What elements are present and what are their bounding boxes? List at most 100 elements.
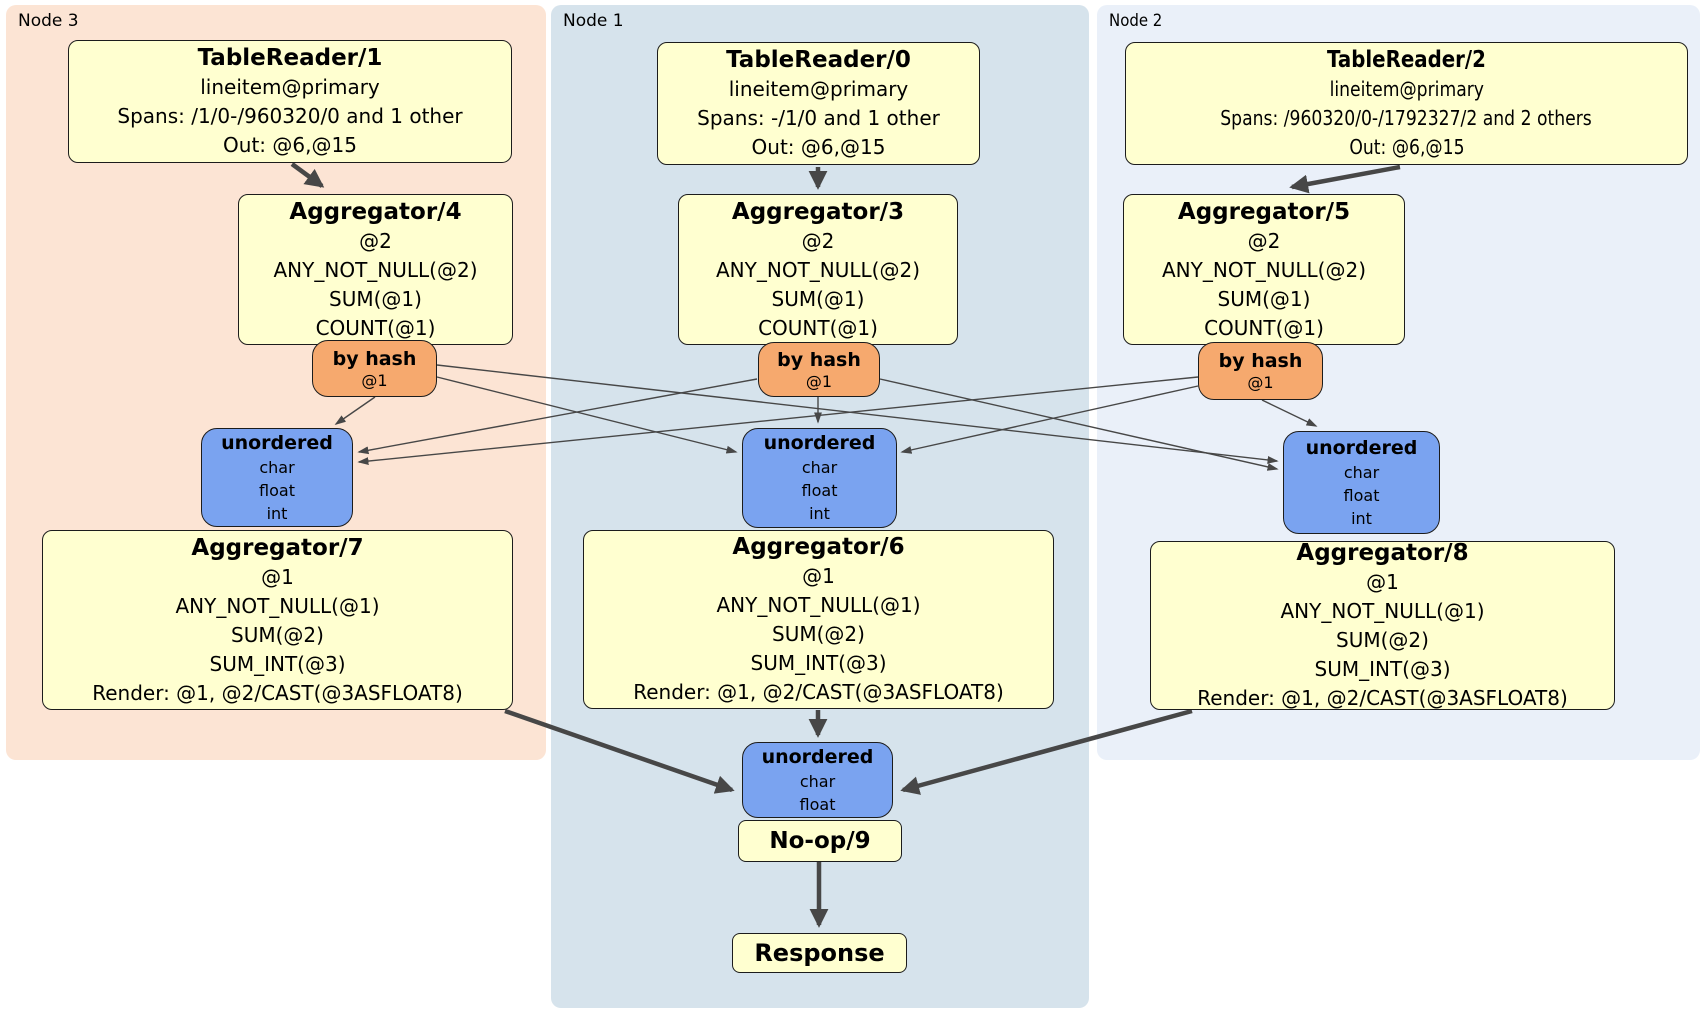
out-line: Out: @6,@15 <box>751 135 886 159</box>
agg-fn-line: ANY_NOT_NULL(@1) <box>716 593 921 617</box>
hash-router-node3: by hash @1 <box>312 340 437 397</box>
edge-tablereader2-aggregator5 <box>1289 164 1401 194</box>
sync-title: unordered <box>761 745 874 768</box>
operator-title: TableReader/2 <box>1327 47 1486 73</box>
router-title: by hash <box>777 348 861 371</box>
router-columns: @1 <box>361 370 388 390</box>
operator-title: TableReader/1 <box>197 45 383 71</box>
edge-router1-sync3 <box>357 378 758 455</box>
hash-router-node1: by hash @1 <box>758 342 880 397</box>
edge-router2-sync1 <box>900 385 1199 454</box>
spans-line: Spans: -/1/0 and 1 other <box>697 106 940 130</box>
edge-tablereader1-aggregator4 <box>290 162 325 188</box>
sync-type: float <box>799 794 836 814</box>
sync-type: char <box>799 771 836 791</box>
sync-type: int <box>809 504 830 523</box>
edge-router2-sync2 <box>1261 399 1318 427</box>
tablereader-2-box: TableReader/2 lineitem@primary Spans: /9… <box>1125 42 1688 165</box>
sync-type: float <box>1343 485 1380 505</box>
group-line: @1 <box>1366 570 1399 594</box>
agg-fn-line: SUM_INT(@3) <box>750 651 887 675</box>
operator-title: Aggregator/7 <box>191 534 364 561</box>
agg-fn-line: ANY_NOT_NULL(@2) <box>273 257 478 282</box>
agg-fn-line: COUNT(@1) <box>1204 315 1324 340</box>
edge-router1-sync2 <box>879 378 1279 471</box>
index-line: lineitem@primary <box>1329 77 1484 101</box>
node2-label: Node 2 <box>1109 11 1163 31</box>
out-line: Out: @6,@15 <box>1348 135 1465 159</box>
sync-type: int <box>266 503 288 523</box>
operator-title: Aggregator/3 <box>731 198 905 225</box>
unordered-sync-node2: unordered char float int <box>1283 431 1440 534</box>
agg-fn-line: SUM(@2) <box>772 622 865 646</box>
group-line: @1 <box>802 564 835 588</box>
tablereader-1-box: TableReader/1 lineitem@primary Spans: /1… <box>68 40 512 163</box>
aggregator-6-box: Aggregator/6 @1 ANY_NOT_NULL(@1) SUM(@2)… <box>583 530 1054 709</box>
aggregator-5-box: Aggregator/5 @2 ANY_NOT_NULL(@2) SUM(@1)… <box>1123 194 1405 345</box>
router-title: by hash <box>1218 350 1303 372</box>
hash-router-node2: by hash @1 <box>1198 342 1323 400</box>
operator-title: TableReader/0 <box>726 47 911 73</box>
aggregator-3-box: Aggregator/3 @2 ANY_NOT_NULL(@2) SUM(@1)… <box>678 194 958 345</box>
edge-router3-sync1 <box>436 376 738 454</box>
group-line: @2 <box>1247 228 1281 253</box>
agg-fn-line: COUNT(@1) <box>315 315 436 340</box>
index-line: lineitem@primary <box>728 77 909 101</box>
agg-fn-line: ANY_NOT_NULL(@2) <box>1162 257 1366 282</box>
edge-router2-sync3 <box>357 376 1199 465</box>
render-line: Render: @1, @2/CAST(@3ASFLOAT8) <box>92 680 463 705</box>
unordered-sync-node3: unordered char float int <box>201 428 353 527</box>
agg-fn-line: ANY_NOT_NULL(@1) <box>175 593 380 618</box>
operator-title: No-op/9 <box>769 828 871 854</box>
node1-label: Node 1 <box>563 11 624 31</box>
node3-label: Node 3 <box>18 11 79 31</box>
aggregator-7-box: Aggregator/7 @1 ANY_NOT_NULL(@1) SUM(@2)… <box>42 530 513 710</box>
tablereader-0-box: TableReader/0 lineitem@primary Spans: -/… <box>657 42 980 165</box>
group-line: @1 <box>261 564 294 589</box>
edge-router3-sync3 <box>334 396 376 425</box>
group-line: @2 <box>801 228 835 253</box>
edge-aggregator8-final-sync <box>900 708 1193 795</box>
aggregator-4-box: Aggregator/4 @2 ANY_NOT_NULL(@2) SUM(@1)… <box>238 194 513 345</box>
index-line: lineitem@primary <box>200 75 380 99</box>
sync-type: int <box>1351 508 1372 528</box>
edge-aggregator7-final-sync <box>504 708 735 794</box>
router-columns: @1 <box>1247 373 1274 392</box>
render-line: Render: @1, @2/CAST(@3ASFLOAT8) <box>633 680 1004 704</box>
agg-fn-line: SUM(@1) <box>329 286 422 311</box>
sync-type: float <box>259 480 295 500</box>
spans-line: Spans: /1/0-/960320/0 and 1 other <box>117 104 463 128</box>
agg-fn-line: SUM_INT(@3) <box>1314 657 1451 681</box>
agg-fn-line: ANY_NOT_NULL(@2) <box>716 257 920 282</box>
render-line: Render: @1, @2/CAST(@3ASFLOAT8) <box>1197 686 1568 710</box>
sync-type: char <box>1343 462 1380 482</box>
sync-title: unordered <box>221 431 333 454</box>
operator-title: Aggregator/6 <box>732 534 905 560</box>
sync-title: unordered <box>763 432 876 454</box>
spans-line: Spans: /960320/0-/1792327/2 and 2 others <box>1220 106 1593 130</box>
operator-title: Aggregator/5 <box>1177 198 1351 225</box>
sync-type: float <box>801 481 838 500</box>
agg-fn-line: COUNT(@1) <box>758 315 878 340</box>
unordered-sync-node1: unordered char float int <box>742 428 897 528</box>
agg-fn-line: ANY_NOT_NULL(@1) <box>1280 599 1485 623</box>
operator-title: Response <box>754 939 885 967</box>
group-line: @2 <box>359 228 392 253</box>
sync-type: char <box>801 458 838 477</box>
edge-router3-sync2 <box>436 364 1279 464</box>
response-box: Response <box>732 933 907 973</box>
sync-title: unordered <box>1305 436 1418 459</box>
noop-box: No-op/9 <box>738 820 902 862</box>
agg-fn-line: SUM(@2) <box>231 622 324 647</box>
out-line: Out: @6,@15 <box>223 133 357 157</box>
agg-fn-line: SUM_INT(@3) <box>209 651 346 676</box>
agg-fn-line: SUM(@2) <box>1336 628 1429 652</box>
sync-type: char <box>259 457 295 477</box>
router-title: by hash <box>332 347 417 370</box>
agg-fn-line: SUM(@1) <box>771 286 865 311</box>
aggregator-8-box: Aggregator/8 @1 ANY_NOT_NULL(@1) SUM(@2)… <box>1150 540 1615 710</box>
agg-fn-line: SUM(@1) <box>1217 286 1311 311</box>
operator-title: Aggregator/8 <box>1296 540 1469 566</box>
